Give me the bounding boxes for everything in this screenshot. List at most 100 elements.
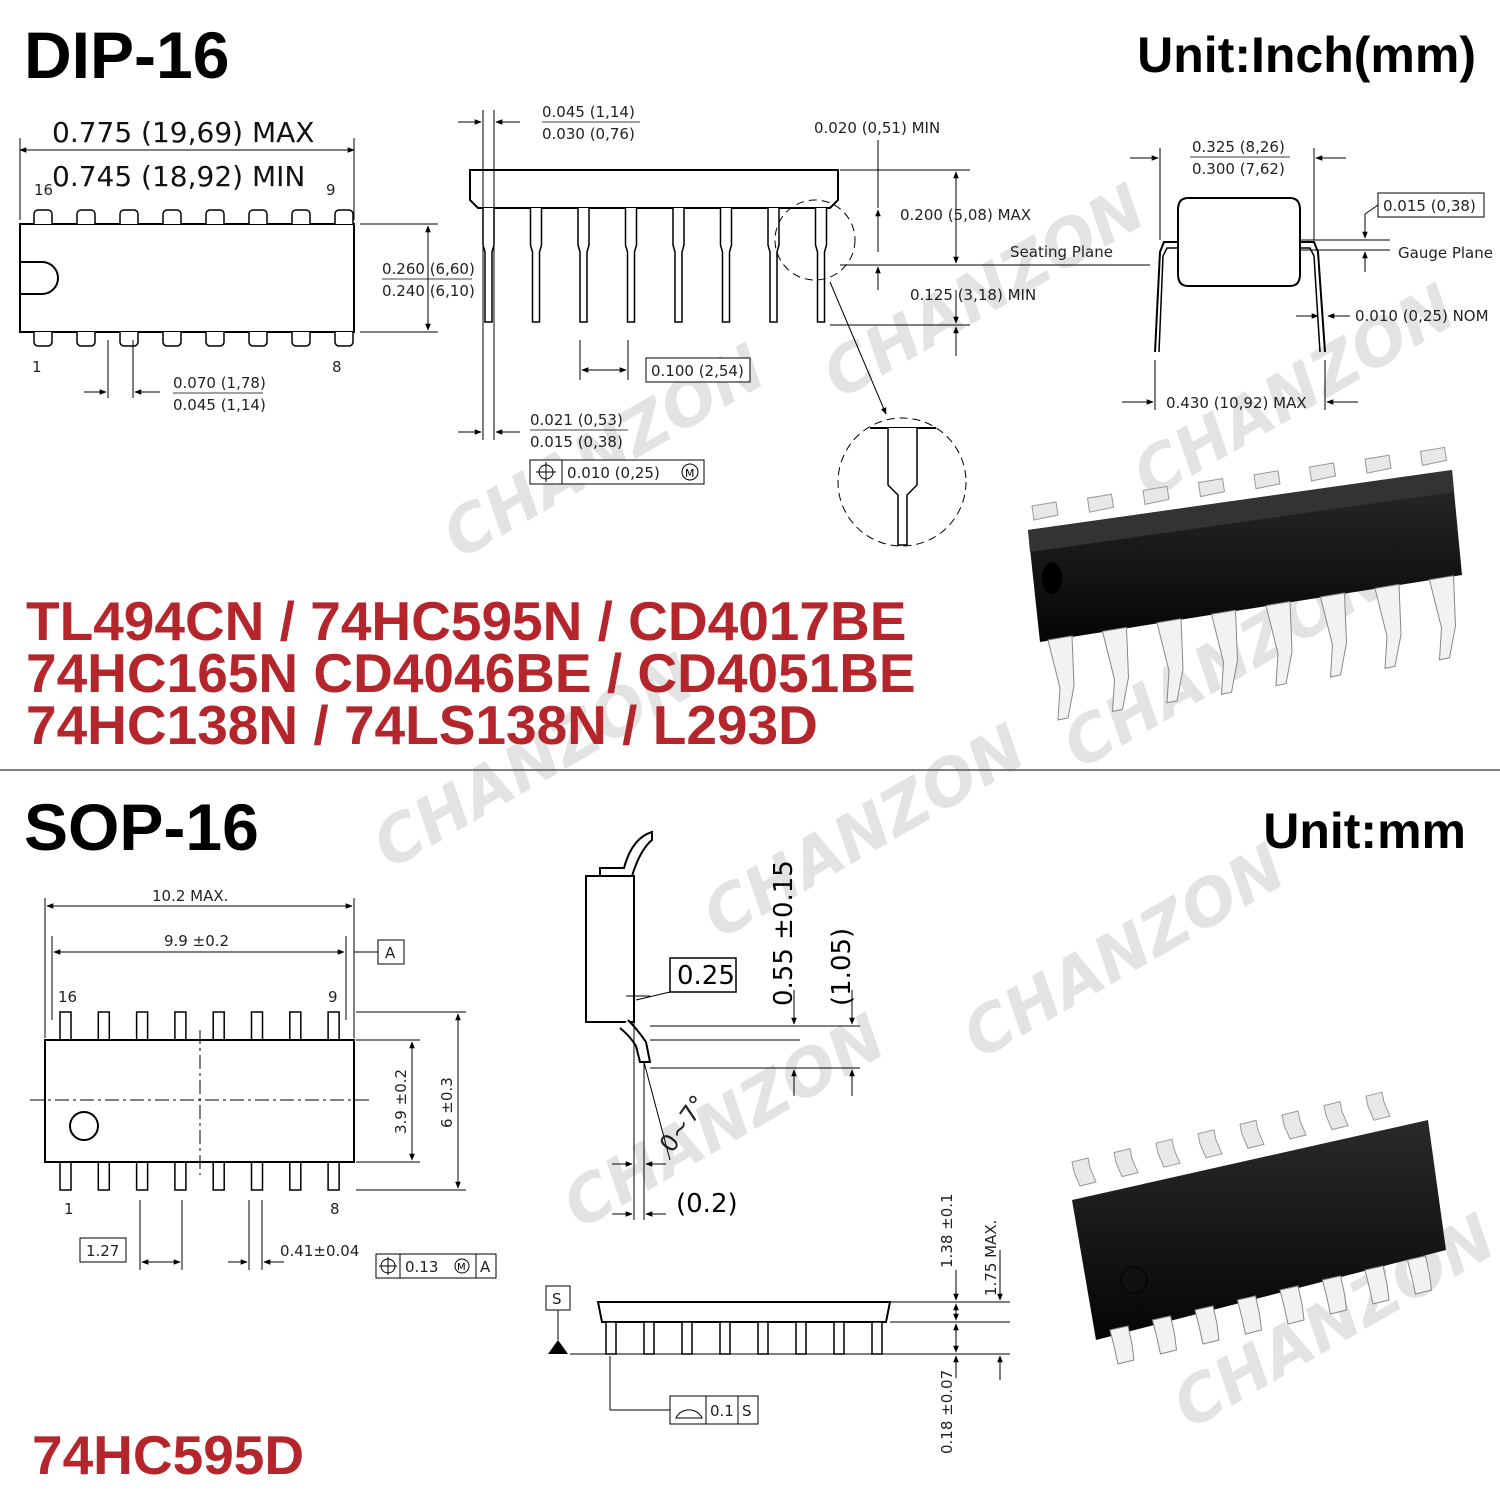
dip-lead	[577, 208, 590, 323]
datum-label: S	[552, 1290, 562, 1308]
dip-chip-lead	[1047, 635, 1075, 721]
dim-label: 0.325 (8,26)	[1192, 138, 1285, 156]
dip-chip-lead	[1419, 446, 1448, 466]
dip-lead	[672, 208, 685, 323]
dip-pad	[205, 332, 225, 347]
part-line: TL494CN / 74HC595N / CD4017BE	[26, 590, 907, 652]
pin-label: 1	[32, 358, 42, 376]
dip-chip-lead	[1031, 501, 1059, 521]
dip-unit: Unit:Inch(mm)	[1137, 27, 1476, 83]
sop-side-lead	[871, 1321, 883, 1355]
dip-end-body	[1177, 197, 1301, 287]
watermark-text: CHANZON	[951, 831, 1298, 1074]
dim-label: 0.1	[710, 1402, 734, 1420]
dim-label: 9.9 ±0.2	[164, 932, 229, 950]
dip-end-view: 0.325 (8,26) 0.300 (7,62) 0.015 (0,38) G…	[1122, 138, 1493, 412]
dip-chip-lead	[1156, 618, 1184, 704]
dim-label: Gauge Plane	[1398, 244, 1493, 262]
sop-chip-lead	[1155, 1138, 1181, 1168]
sop-lead	[135, 1011, 149, 1041]
dim-label: 0.745 (18,92) MIN	[52, 160, 306, 193]
dip-pad	[291, 209, 311, 224]
dip-title: DIP-16	[24, 18, 230, 92]
datum-a-frame	[377, 939, 405, 965]
sop-chip-lead	[1365, 1091, 1391, 1121]
dim-label: 1.75 MAX.	[982, 1220, 1000, 1296]
dip-chip-body	[1028, 470, 1462, 642]
sop-lead	[174, 1161, 187, 1191]
dim-label: 0.045 (1,14)	[173, 396, 266, 414]
sop-unit: Unit:mm	[1263, 803, 1466, 859]
sop-lead	[59, 1011, 72, 1041]
dip-side-view: 0.045 (1,14) 0.030 (0,76) 0.021 (0,53) 0…	[458, 103, 1150, 547]
dip-pad-row-bottom	[33, 332, 354, 347]
dip-pad	[119, 209, 139, 224]
dim-label: 0.200 (5,08) MAX	[900, 206, 1031, 224]
sop-chip-lead	[1109, 1325, 1135, 1365]
pin1-dot	[69, 1111, 99, 1141]
sop-lead	[59, 1161, 72, 1191]
dip-chip-lead	[1428, 575, 1457, 661]
part-line: 74HC138N / 74LS138N / L293D	[26, 694, 818, 756]
dim-label: 0.18 ±0.07	[938, 1370, 956, 1454]
dip-chip-lead	[1308, 462, 1337, 482]
pitch-frame	[645, 357, 751, 383]
dip-chip-lead	[1253, 470, 1281, 490]
dim-label: 0.045 (1,14)	[542, 103, 635, 121]
pin-label: 16	[34, 181, 53, 199]
dip-chip-lead	[1197, 478, 1226, 498]
dim-label: 0.260 (6,60)	[382, 260, 475, 278]
dip-chip-lead	[1101, 626, 1130, 713]
sop-chip-lead	[1321, 1275, 1348, 1315]
dim-label: 0.125 (3,18) MIN	[910, 286, 1036, 304]
dip-chip-illustration	[1028, 446, 1462, 721]
sop-side-lead	[833, 1321, 845, 1355]
pin-label: 8	[330, 1200, 340, 1218]
dim-label: 0.55 ±0.15	[769, 860, 799, 1006]
profile-icon	[675, 1409, 703, 1419]
dim-label: 0.070 (1,78)	[173, 374, 266, 392]
gauge-frame	[1377, 192, 1485, 218]
pin-label: 16	[58, 988, 77, 1006]
dim-label: 0.010 (0,25) NOM	[1355, 307, 1489, 325]
dip-pad	[334, 332, 354, 347]
dim-label: 0.015 (0,38)	[1383, 197, 1476, 215]
dip-pad	[205, 209, 225, 224]
sop-side-lead	[605, 1321, 617, 1355]
sop-lead	[250, 1011, 264, 1041]
dip-pad	[162, 209, 182, 224]
dim-label: 1.27	[86, 1242, 119, 1260]
dip-chip-lead	[1364, 454, 1392, 474]
dip-pad	[33, 209, 53, 224]
pitch-frame	[79, 1237, 127, 1263]
tolerance-frame	[529, 459, 705, 485]
sop-chip-lead	[1323, 1100, 1349, 1131]
sop-lead	[289, 1011, 302, 1041]
dip-chip-lead	[1319, 592, 1348, 678]
dip-pad	[248, 332, 268, 347]
datum-label: A	[480, 1258, 491, 1276]
dip-lead	[719, 208, 733, 323]
dip-pad-row-top	[33, 209, 354, 224]
sop-lead	[135, 1161, 149, 1191]
sop-side-body	[596, 1301, 892, 1323]
datum-s-frame	[545, 1285, 571, 1311]
sop-chip-illustration	[1071, 1091, 1446, 1365]
gauge-frame	[669, 957, 737, 993]
datum-label: A	[385, 944, 396, 962]
dim-label: 0.240 (6,10)	[382, 282, 475, 300]
dip-pad	[291, 332, 311, 347]
sop-lead-profile: 0~7° (0.2) 0.25 0.55 ±0.15 (1.05)	[585, 830, 860, 1220]
sop-chip-lead	[1113, 1147, 1139, 1178]
sop-chip-body	[1072, 1120, 1446, 1340]
sop-side-lead	[719, 1321, 731, 1355]
datum-label: S	[742, 1402, 752, 1420]
dip-pad	[248, 209, 268, 224]
dim-label: (1.05)	[827, 928, 857, 1006]
dip-lead	[624, 208, 638, 323]
sop-lead	[327, 1011, 340, 1041]
dim-label: 1.38 ±0.1	[938, 1193, 956, 1268]
sop-chip-lead	[1071, 1157, 1097, 1187]
sop-top-view: 10.2 MAX. 9.9 ±0.2 A 16 9 1 8 3.9 ±0.2 6	[30, 887, 497, 1279]
